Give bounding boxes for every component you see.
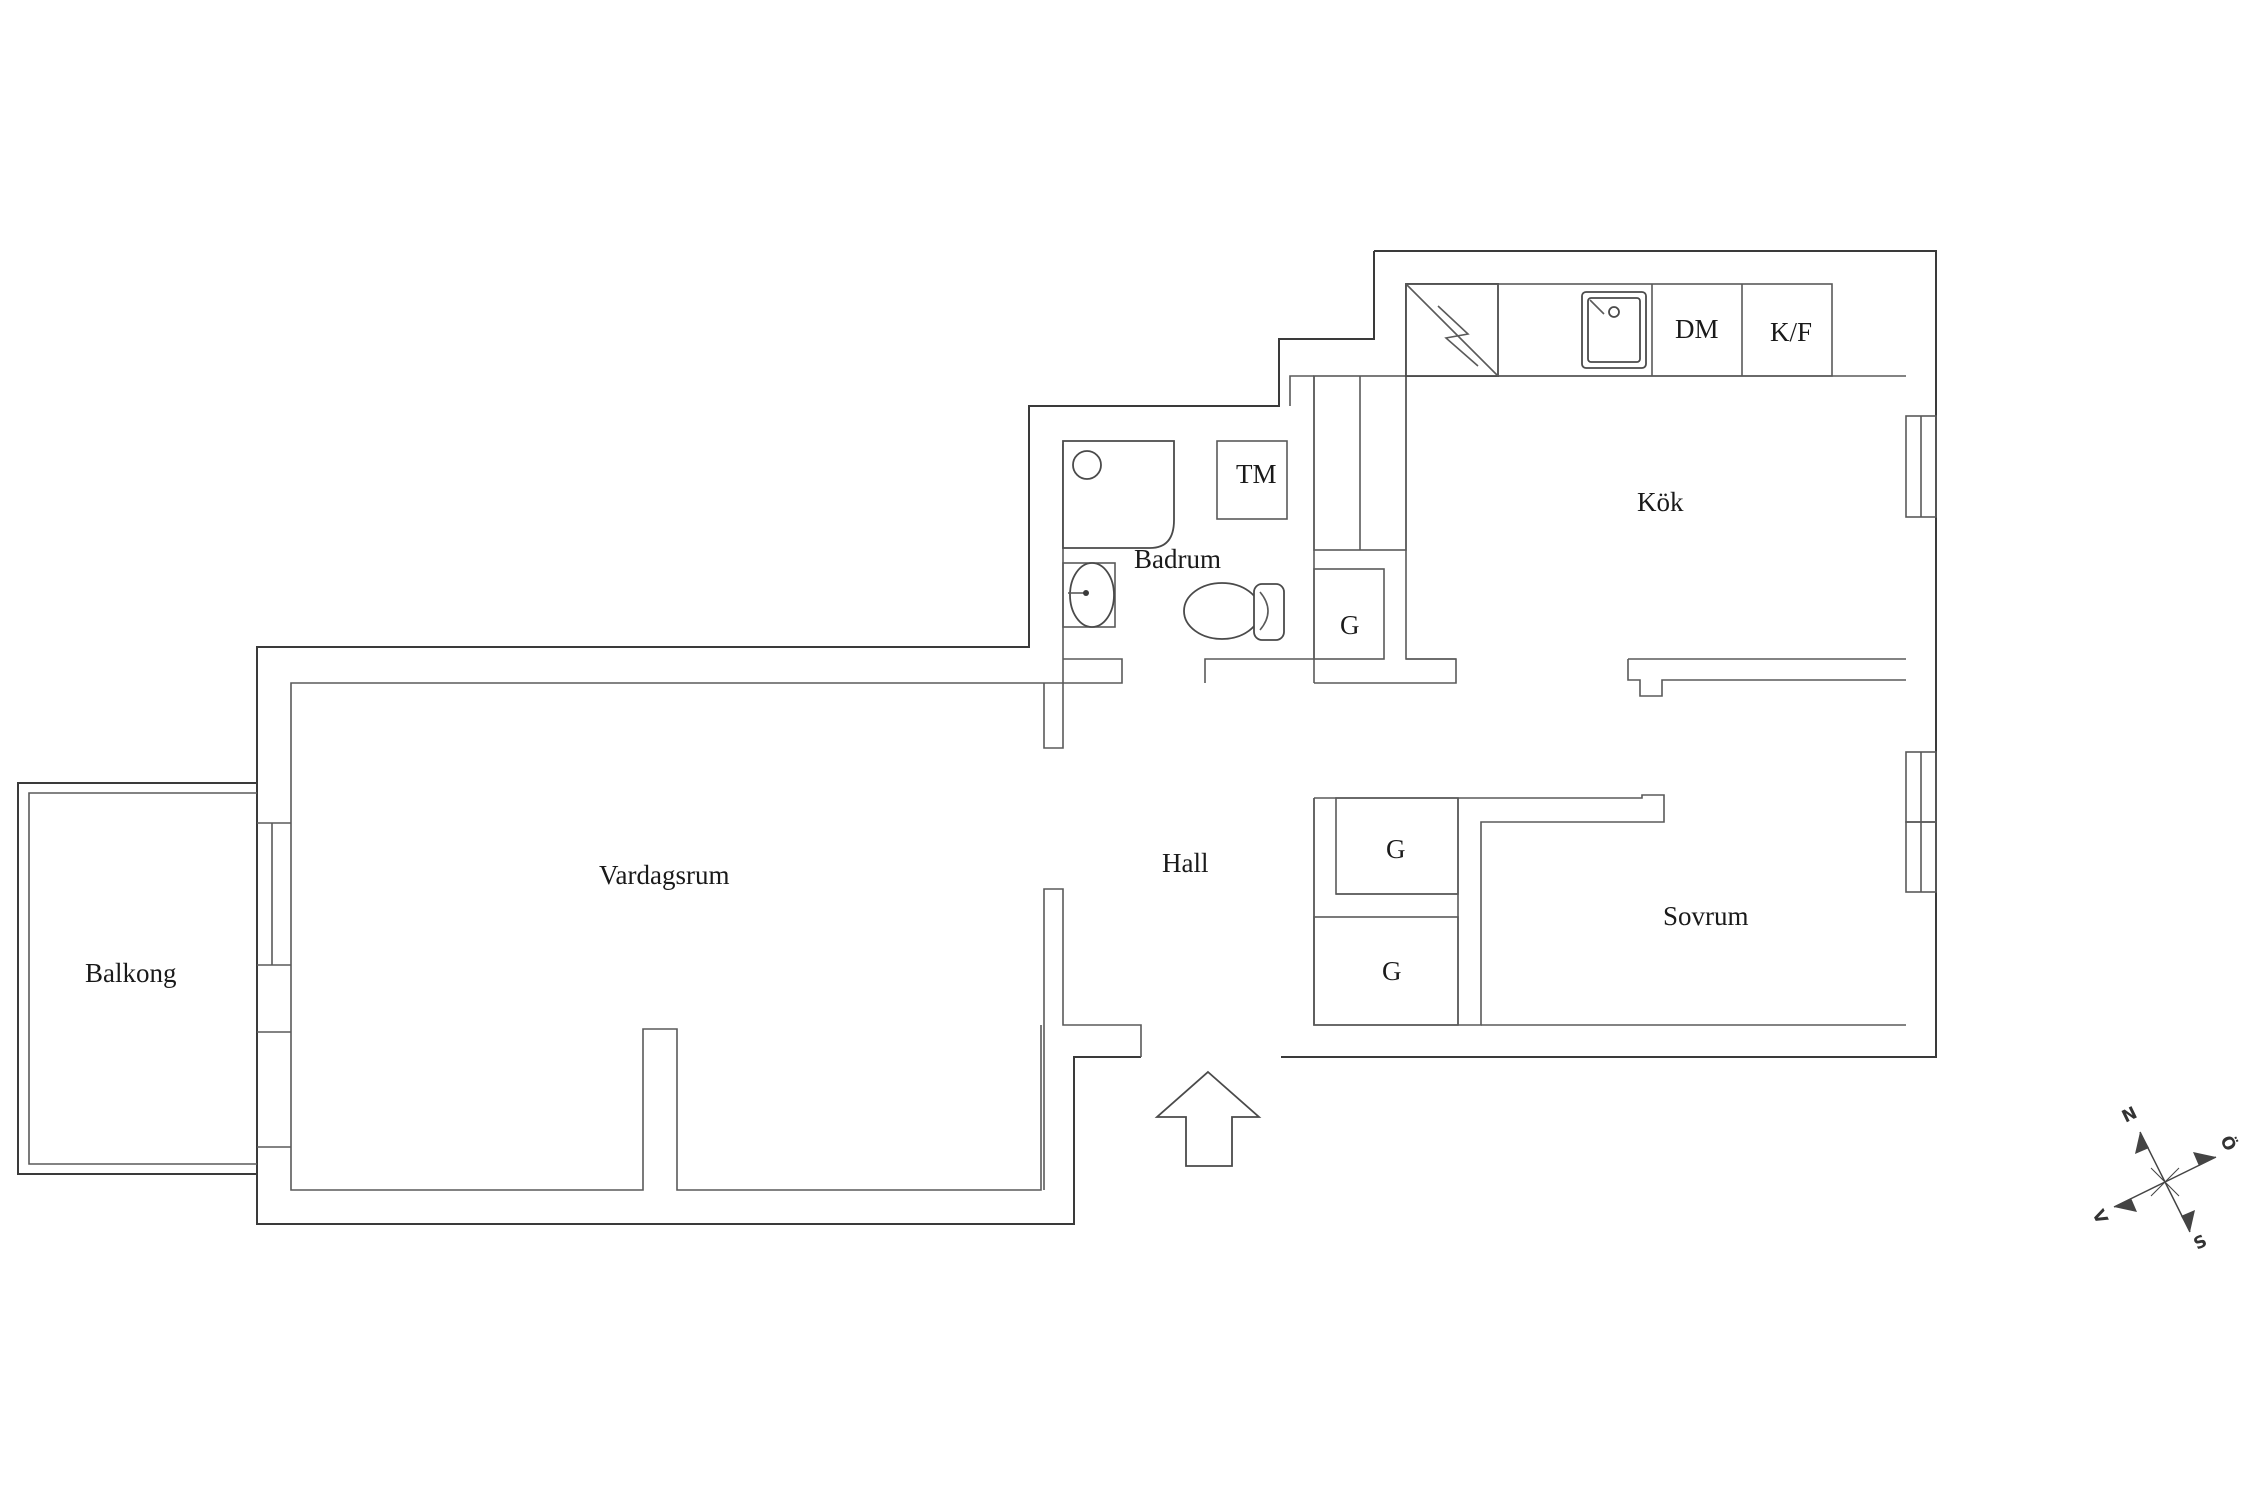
compass-east: Ö <box>2215 1132 2241 1155</box>
interior-walls <box>1043 375 1906 1190</box>
room-label-vardagsrum: Vardagsrum <box>599 860 729 890</box>
label-tm: TM <box>1236 459 1277 489</box>
label-garderob-hall-lower: G <box>1382 956 1402 986</box>
windows <box>1905 415 1937 893</box>
room-label-balkong: Balkong <box>85 958 177 988</box>
room-label-kok: Kök <box>1637 487 1684 517</box>
label-dm: DM <box>1675 314 1719 344</box>
room-label-sovrum: Sovrum <box>1663 901 1749 931</box>
outer-walls <box>256 250 1937 1225</box>
label-garderob-hall-upper: G <box>1386 834 1406 864</box>
label-kf: K/F <box>1770 317 1812 347</box>
label-garderob-kitchen: G <box>1340 610 1360 640</box>
room-label-badrum: Badrum <box>1134 544 1221 574</box>
toilet-icon <box>1183 582 1285 641</box>
bathroom-fixtures <box>1062 440 1288 641</box>
balcony <box>17 782 291 1175</box>
compass-north: N <box>2119 1103 2141 1127</box>
shower-icon <box>1062 440 1175 549</box>
kitchen-counter <box>1405 283 1833 377</box>
compass-west: V <box>2087 1207 2111 1228</box>
compass-rose-icon <box>2113 1131 2217 1233</box>
entrance-arrow-icon <box>1154 1070 1262 1167</box>
bathroom-sink-icon <box>1062 562 1116 628</box>
room-label-hall: Hall <box>1162 848 1209 878</box>
kitchen-sink-icon <box>1581 291 1647 369</box>
compass-south: S <box>2191 1231 2211 1254</box>
